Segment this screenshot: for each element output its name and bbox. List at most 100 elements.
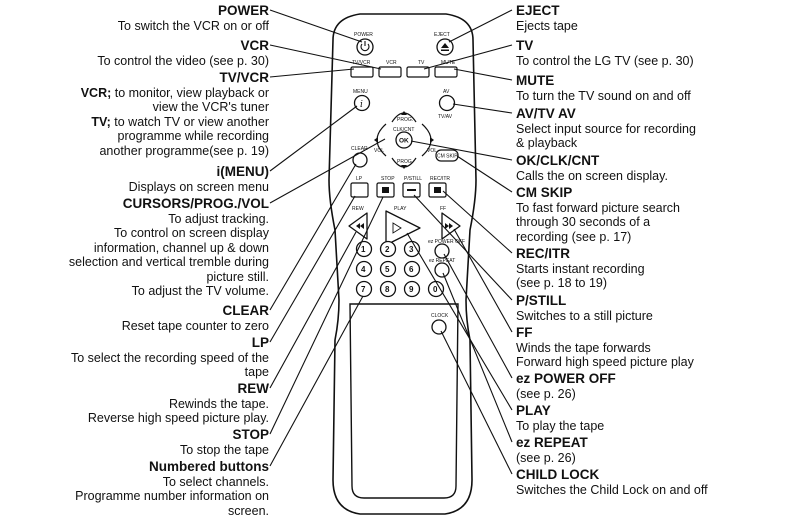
remote-lp-label: LP	[356, 176, 363, 182]
label-numbered-desc-0: To select channels.	[162, 474, 269, 489]
lp-button[interactable]	[350, 182, 369, 198]
label-ff-title: FF	[516, 325, 533, 340]
label-play-title: PLAY	[516, 403, 551, 418]
record-icon	[434, 187, 441, 193]
tv-button[interactable]	[406, 66, 430, 78]
label-ezpower-title: ez POWER OFF	[516, 371, 616, 386]
label-ff: FF Winds the tape forwards Forward high …	[516, 325, 694, 370]
remote-ezpoweroff-label: ez POWER OFF	[428, 239, 465, 245]
label-cmskip-desc-2: recording (see p. 17)	[516, 229, 632, 244]
label-cursors-desc-1: To control on screen display	[114, 226, 269, 240]
digit-2-label: 2	[385, 245, 390, 254]
remote-cmskip-label: CM SKIP	[437, 154, 458, 160]
label-cursors-desc-4: picture still.	[206, 269, 269, 284]
digit-9-button[interactable]	[403, 280, 421, 298]
label-cmskip-desc-0: To fast forward picture search	[516, 200, 680, 215]
remote-menu-label: MENU	[353, 89, 368, 95]
digit-4-label: 4	[361, 265, 366, 274]
digit-7-button[interactable]	[355, 280, 373, 298]
tvvcr-button[interactable]	[350, 66, 374, 78]
arrow-left-icon	[374, 137, 378, 143]
leader-clear	[269, 163, 357, 311]
label-numbered-title: Numbered buttons	[149, 459, 269, 474]
label-tvvcr-tv-text: to watch TV or view another	[114, 114, 269, 129]
label-tv: TV To control the LG TV (see p. 30)	[516, 38, 694, 68]
power-button[interactable]	[356, 38, 374, 56]
label-ezrepeat: ez REPEAT (see p. 26)	[516, 435, 588, 465]
label-rec: REC/ITR Starts instant recording (see p.…	[516, 246, 645, 291]
label-avtv-title: AV/TV AV	[516, 106, 576, 121]
label-menu-desc: Displays on screen menu	[128, 179, 269, 194]
label-avtv-desc-0: Select input source for recording	[516, 121, 696, 136]
digit-8-button[interactable]	[379, 280, 397, 298]
ezpoweroff-button[interactable]	[434, 243, 450, 259]
rewind-icon	[356, 223, 364, 229]
label-eject-title: EJECT	[516, 3, 560, 18]
remote-pstill-label: P/STILL	[404, 176, 422, 182]
digit-2-button[interactable]	[379, 240, 397, 258]
digit-4-button[interactable]	[355, 260, 373, 278]
label-stop-title: STOP	[232, 427, 269, 442]
digit-6-label: 6	[409, 265, 414, 274]
label-pstill-desc: Switches to a still picture	[516, 308, 653, 323]
label-lp-desc-0: To select the recording speed of the	[70, 350, 269, 365]
digit-7-label: 7	[361, 285, 366, 294]
ezrepeat-button[interactable]	[434, 262, 450, 278]
leader-rec	[442, 190, 513, 254]
label-numbered: Numbered buttons To select channels. Pro…	[75, 459, 269, 518]
menu-button[interactable]	[353, 94, 371, 112]
label-cursors: CURSORS/PROG./VOL To adjust tracking. To…	[68, 196, 269, 299]
label-cursors-desc-5: To adjust the TV volume.	[131, 284, 269, 298]
digit-5-label: 5	[385, 265, 390, 274]
leader-ok	[410, 140, 513, 161]
label-ok-desc: Calls the on screen display.	[516, 168, 668, 183]
label-cursors-desc-3: selection and vertical tremble during	[68, 255, 269, 269]
arrow-down-icon	[401, 165, 407, 169]
label-ok-title: OK/CLK/CNT	[516, 153, 600, 168]
label-tvvcr-desc-vcr: VCR; to monitor, view playback or	[81, 86, 269, 101]
label-ff-desc-1: Forward high speed picture play	[516, 355, 694, 369]
remote-ezrepeat-label: ez REPEAT	[429, 258, 455, 264]
flip-cover	[349, 303, 459, 499]
label-lp-desc-1: tape	[244, 365, 269, 379]
label-numbered-desc-2: screen.	[228, 503, 269, 518]
label-power: POWER To switch the VCR on or off	[118, 3, 269, 33]
eject-icon	[441, 43, 449, 51]
label-rew-desc-1: Reverse high speed picture play.	[87, 411, 269, 425]
label-cursors-desc-0: To adjust tracking.	[168, 211, 269, 226]
label-play-desc: To play the tape	[516, 418, 605, 433]
vcr-button[interactable]	[378, 66, 402, 78]
stop-icon	[382, 187, 389, 193]
play-button[interactable]	[385, 210, 421, 246]
label-cursors-desc-2: information, channel up & down	[93, 240, 269, 255]
remote-ok-label: OK	[399, 138, 409, 145]
label-cmskip-title: CM SKIP	[516, 185, 573, 200]
label-play: PLAY To play the tape	[516, 403, 605, 433]
av-button[interactable]	[438, 94, 456, 112]
label-tv-desc: To control the LG TV (see p. 30)	[516, 53, 694, 68]
digit-9-label: 9	[409, 285, 414, 294]
mute-button[interactable]	[434, 66, 458, 78]
label-tv-title: TV	[516, 38, 534, 53]
label-vcr-title: VCR	[240, 38, 269, 53]
remote-power-label: POWER	[354, 32, 373, 38]
label-menu-title: i(MENU)	[216, 164, 270, 179]
label-tvvcr: TV/VCR VCR; to monitor, view playback or…	[81, 70, 269, 158]
remote-clk-label: CLK/CNT	[393, 127, 414, 133]
cmskip-button[interactable]	[435, 149, 459, 162]
remote-play-label: PLAY	[394, 206, 407, 212]
leader-rew	[269, 231, 357, 389]
label-stop: STOP To stop the tape	[180, 427, 269, 457]
label-vcr: VCR To control the video (see p. 30)	[97, 38, 269, 68]
digit-5-button[interactable]	[379, 260, 397, 278]
leader-mute	[453, 68, 513, 81]
childlock-button[interactable]	[431, 319, 447, 335]
label-clear: CLEAR Reset tape counter to zero	[122, 303, 269, 333]
remote-rew-label: REW	[352, 206, 364, 212]
leader-ff	[453, 228, 513, 333]
digit-6-button[interactable]	[403, 260, 421, 278]
label-ezrepeat-title: ez REPEAT	[516, 435, 588, 450]
ok-button[interactable]	[395, 131, 413, 149]
remote-prog-up-label: PROG.	[397, 117, 413, 123]
remote-mute-label: MUTE	[441, 60, 456, 66]
